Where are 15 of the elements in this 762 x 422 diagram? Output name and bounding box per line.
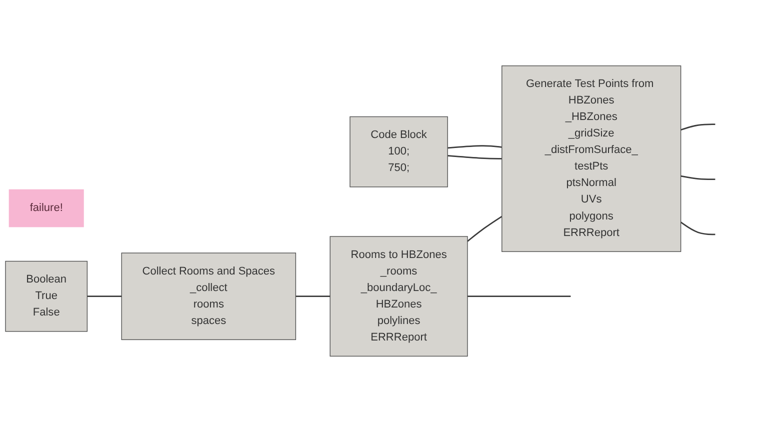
node-box: Generate Test Points from HBZones _HBZones _gridSize _distFromSurface_ testPts ptsNormal UVs polygons ERRReport <box>502 65 682 252</box>
connector <box>680 175 716 180</box>
node-box: failure! <box>8 189 84 228</box>
connector <box>87 296 122 298</box>
node-box: Collect Rooms and Spaces _collect rooms spaces <box>121 252 296 340</box>
node-box: Boolean True False <box>5 260 88 332</box>
node-box: Code Block 100; 750; <box>350 116 448 188</box>
connector <box>448 145 502 149</box>
node-box: Rooms to HBZones _rooms _boundaryLoc_ HBZones polylines ERRReport <box>330 236 468 357</box>
connector <box>680 222 716 236</box>
connector <box>296 296 330 298</box>
connector <box>467 216 502 242</box>
connector <box>467 296 571 298</box>
connector <box>680 124 716 130</box>
connector <box>448 155 502 160</box>
